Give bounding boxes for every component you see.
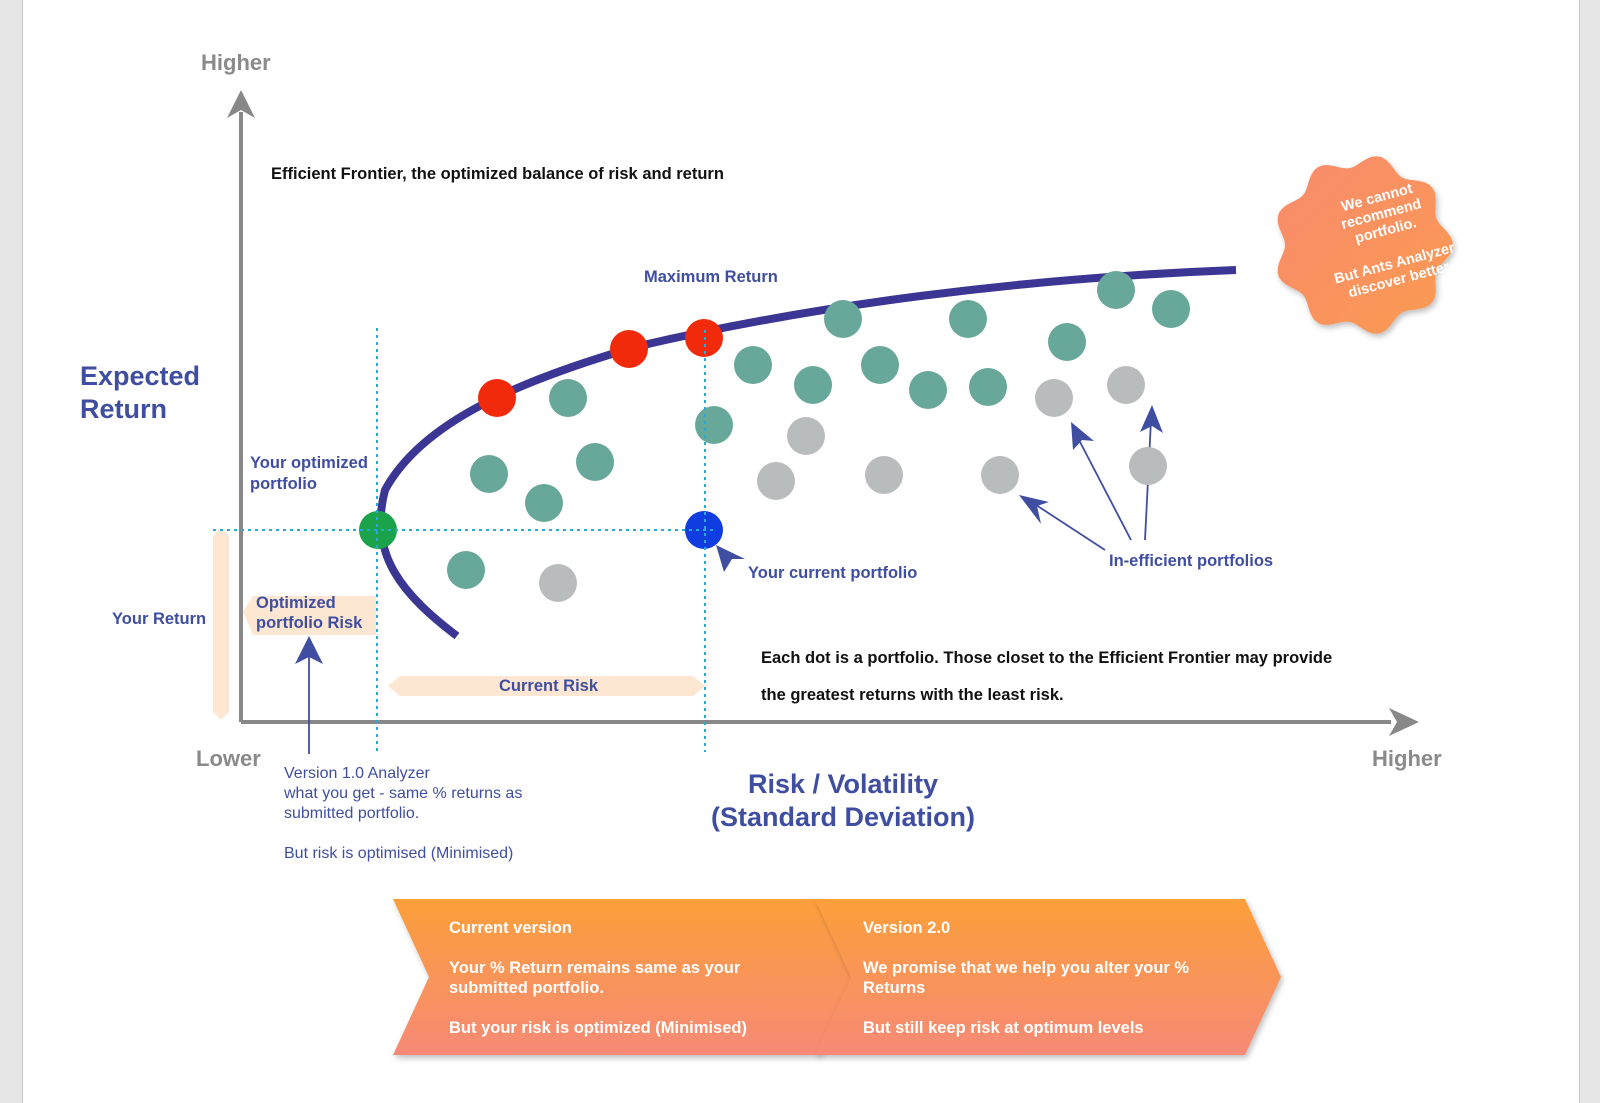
- version-note-line-3: submitted portfolio.: [284, 805, 420, 822]
- version-2-heading: Version 2.0: [863, 919, 951, 937]
- efficient-portfolio-dot: [1097, 271, 1135, 309]
- current-version-chevron: [393, 899, 855, 1055]
- maximum-return-label: Maximum Return: [644, 268, 778, 286]
- max-return-dot: [610, 330, 648, 368]
- each-dot-line-2: the greatest returns with the least risk…: [761, 686, 1064, 704]
- current-version-body: Your % Return remains same as your submi…: [449, 959, 741, 997]
- efficient-portfolio-dot: [969, 368, 1007, 406]
- inefficient-arrowhead-2: [1071, 422, 1094, 450]
- efficient-portfolio-dot: [447, 551, 485, 589]
- efficient-portfolio-dot: [824, 300, 862, 338]
- x-axis-arrowhead: [1389, 708, 1419, 736]
- y-axis-top-label: Higher: [201, 50, 271, 75]
- inefficient-portfolio-dot: [539, 564, 577, 602]
- inefficient-arrowhead-1: [1019, 495, 1049, 524]
- x-axis-title-line-2: (Standard Deviation): [710, 802, 976, 832]
- current-version-footer: But your risk is optimized (Minimised): [449, 1019, 747, 1037]
- inefficient-portfolio-dot: [1129, 447, 1167, 485]
- optimized-risk-highlight: [243, 596, 376, 635]
- inefficient-pointer-1: [1032, 502, 1106, 551]
- inefficient-portfolio-dot: [757, 462, 795, 500]
- efficient-portfolio-dot: [576, 443, 614, 481]
- version-2-body: We promise that we help you alter your %…: [863, 959, 1190, 997]
- x-axis-title: Risk / Volatility (Standard Deviation): [653, 768, 1033, 834]
- inefficient-portfolio-dot: [1035, 379, 1073, 417]
- your-return-label: Your Return: [112, 610, 207, 628]
- optimized-portfolio-risk-label: Optimized portfolio Risk: [256, 593, 362, 633]
- your-optimized-portfolio-line-2: portfolio: [250, 475, 317, 493]
- current-version-text: Current version Your % Return remains sa…: [449, 918, 799, 1038]
- current-version-heading: Current version: [449, 919, 572, 937]
- efficient-portfolio-dot: [1048, 323, 1086, 361]
- each-dot-line-1: Each dot is a portfolio. Those closet to…: [761, 649, 1333, 667]
- recommendation-badge: [1277, 156, 1453, 334]
- page: Higher Lower Higher Expected Return Risk…: [22, 0, 1580, 1103]
- your-current-portfolio-label: Your current portfolio: [748, 564, 918, 582]
- inefficient-portfolio-dot: [787, 417, 825, 455]
- efficient-portfolio-dot: [734, 346, 772, 384]
- version-2-chevron: [815, 899, 1281, 1055]
- each-dot-explanation: Each dot is a portfolio. Those closet to…: [761, 640, 1332, 714]
- inefficient-portfolios-label: In-efficient portfolios: [1109, 552, 1274, 570]
- efficient-portfolio-dot: [470, 455, 508, 493]
- current-portfolio-arrowhead: [716, 545, 745, 572]
- efficient-portfolio-dot: [549, 379, 587, 417]
- optimized-portfolio-risk-line-1: Optimized: [256, 594, 336, 612]
- your-optimized-portfolio-label: Your optimized portfolio: [250, 453, 368, 495]
- efficient-portfolio-dot: [861, 346, 899, 384]
- version-note-arrowhead: [295, 636, 323, 664]
- version-note-line-2: what you get - same % returns as: [284, 785, 523, 802]
- current-risk-label: Current Risk: [499, 677, 599, 695]
- version-note: Version 1.0 Analyzer what you get - same…: [284, 764, 584, 864]
- version-note-line-1: Version 1.0 Analyzer: [284, 765, 430, 782]
- your-return-range-arrow: [213, 528, 229, 720]
- version-2-text: Version 2.0 We promise that we help you …: [863, 918, 1243, 1038]
- efficient-portfolio-dot: [1152, 290, 1190, 328]
- current-risk-range-arrow: [388, 676, 705, 696]
- version-2-footer: But still keep risk at optimum levels: [863, 1019, 1144, 1037]
- efficient-frontier-diagram: [213, 90, 1453, 1055]
- efficient-portfolio-dot: [794, 366, 832, 404]
- inefficient-arrowhead-3: [1140, 405, 1163, 433]
- efficient-portfolio-dot: [909, 371, 947, 409]
- efficient-portfolio-dot: [525, 484, 563, 522]
- inefficient-portfolio-dot: [865, 456, 903, 494]
- optimized-portfolio-dot: [359, 511, 397, 549]
- your-optimized-portfolio-line-1: Your optimized: [250, 454, 368, 472]
- efficient-portfolio-dot: [695, 406, 733, 444]
- inefficient-pointer-2: [1078, 439, 1132, 541]
- y-axis-title-line-2: Return: [80, 394, 167, 424]
- y-axis-title-line-1: Expected: [80, 361, 201, 391]
- version-note-footer: But risk is optimised (Minimised): [284, 845, 514, 862]
- efficient-portfolio-dot: [949, 300, 987, 338]
- x-axis-right-label: Higher: [1372, 746, 1442, 771]
- inefficient-portfolio-dot: [981, 456, 1019, 494]
- optimized-portfolio-risk-line-2: portfolio Risk: [256, 614, 363, 632]
- x-axis-left-label: Lower: [196, 746, 261, 771]
- y-axis-arrowhead: [227, 90, 255, 118]
- x-axis-title-line-1: Risk / Volatility: [747, 769, 939, 799]
- max-return-dot: [478, 379, 516, 417]
- inefficient-portfolio-dot: [1107, 366, 1145, 404]
- y-axis-title: Expected Return: [80, 360, 200, 426]
- chart-title: Efficient Frontier, the optimized balanc…: [271, 165, 724, 183]
- portfolio-dots: [359, 271, 1190, 602]
